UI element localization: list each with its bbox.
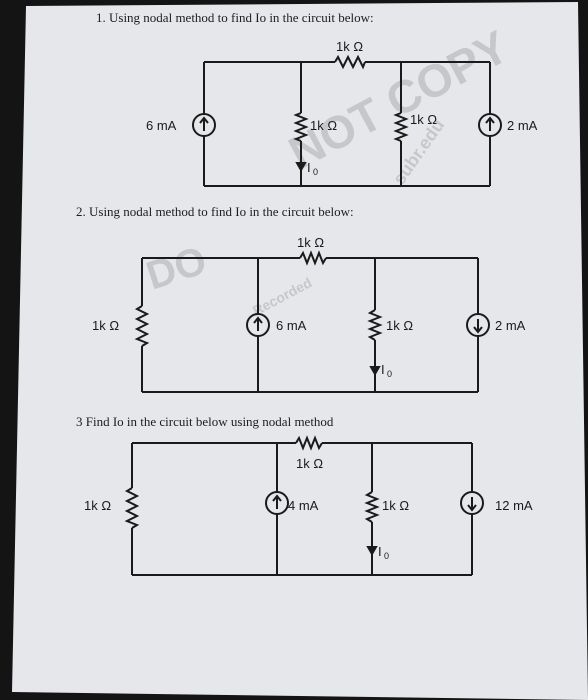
circuit-2	[134, 250, 490, 393]
circuit-2-io-subscript: 0	[387, 369, 392, 379]
circuit-2-io-arrowhead	[369, 366, 381, 377]
circuit-2-resistor-left	[134, 305, 150, 347]
circuit-3-r-top-label: 1k Ω	[296, 456, 323, 471]
circuit-2-resistor-top	[299, 250, 327, 266]
circuit-1-source-left-label: 6 mA	[146, 118, 177, 133]
circuit-2-io-label: I	[381, 362, 385, 377]
circuit-1-resistor-mid	[293, 112, 309, 142]
circuit-2-source-mid-label: 6 mA	[276, 318, 307, 333]
circuit-2-r-top-label: 1k Ω	[297, 235, 324, 250]
circuit-2-current-source-right	[466, 313, 490, 337]
circuit-3-resistor-left	[124, 487, 140, 529]
question-3-text: 3 Find Io in the circuit below using nod…	[76, 414, 334, 429]
circuit-3-io-label: I	[378, 544, 382, 559]
circuit-2-source-right-arrow-icon	[473, 319, 483, 334]
circuit-1-current-source-left	[192, 113, 216, 137]
question-2-text: 2. Using nodal method to find Io in the …	[76, 204, 354, 219]
circuit-2-source-right-label: 2 mA	[495, 318, 526, 333]
circuit-2-r-right-label: 1k Ω	[386, 318, 413, 333]
circuit-3-source-right-arrow-icon	[467, 497, 477, 512]
circuit-3-r-left-label: 1k Ω	[84, 498, 111, 513]
circuit-3-source-mid-arrow-icon	[272, 494, 282, 509]
circuit-1-io-subscript: 0	[313, 167, 318, 177]
circuit-3-source-right-label: 12 mA	[495, 498, 533, 513]
circuit-3-current-source-right	[460, 491, 484, 515]
circuit-3-resistor-top	[295, 435, 323, 451]
circuit-1-source-right-label: 2 mA	[507, 118, 538, 133]
circuit-2-r-left-label: 1k Ω	[92, 318, 119, 333]
circuit-3-io-arrowhead	[366, 546, 378, 557]
circuit-3	[124, 435, 484, 576]
circuit-1-source-right-arrow-icon	[485, 116, 495, 131]
circuit-1-io-label: I	[307, 160, 311, 175]
circuit-2-current-source-mid	[246, 313, 270, 337]
question-1-text: 1. Using nodal method to find Io in the …	[96, 10, 374, 25]
circuit-1-r-top-label: 1k Ω	[336, 39, 363, 54]
circuit-1-source-left-arrow-icon	[199, 116, 209, 131]
circuit-2-resistor-right	[367, 309, 383, 341]
circuit-1	[192, 54, 502, 187]
circuit-3-r-right-label: 1k Ω	[382, 498, 409, 513]
circuit-3-resistor-right	[364, 491, 380, 523]
circuit-1-current-source-right	[478, 113, 502, 137]
paper-page	[12, 2, 588, 700]
circuit-1-r-mid-label: 1k Ω	[310, 118, 337, 133]
circuit-1-io-arrowhead	[295, 162, 307, 173]
circuit-3-source-mid-label: 4 mA	[288, 498, 319, 513]
circuit-1-r-right-label: 1k Ω	[410, 112, 437, 127]
circuit-1-resistor-right	[393, 112, 409, 142]
circuit-3-current-source-mid	[265, 491, 289, 515]
circuit-2-source-mid-arrow-icon	[253, 316, 263, 331]
circuit-3-io-subscript: 0	[384, 551, 389, 561]
circuit-1-resistor-top	[334, 54, 366, 70]
